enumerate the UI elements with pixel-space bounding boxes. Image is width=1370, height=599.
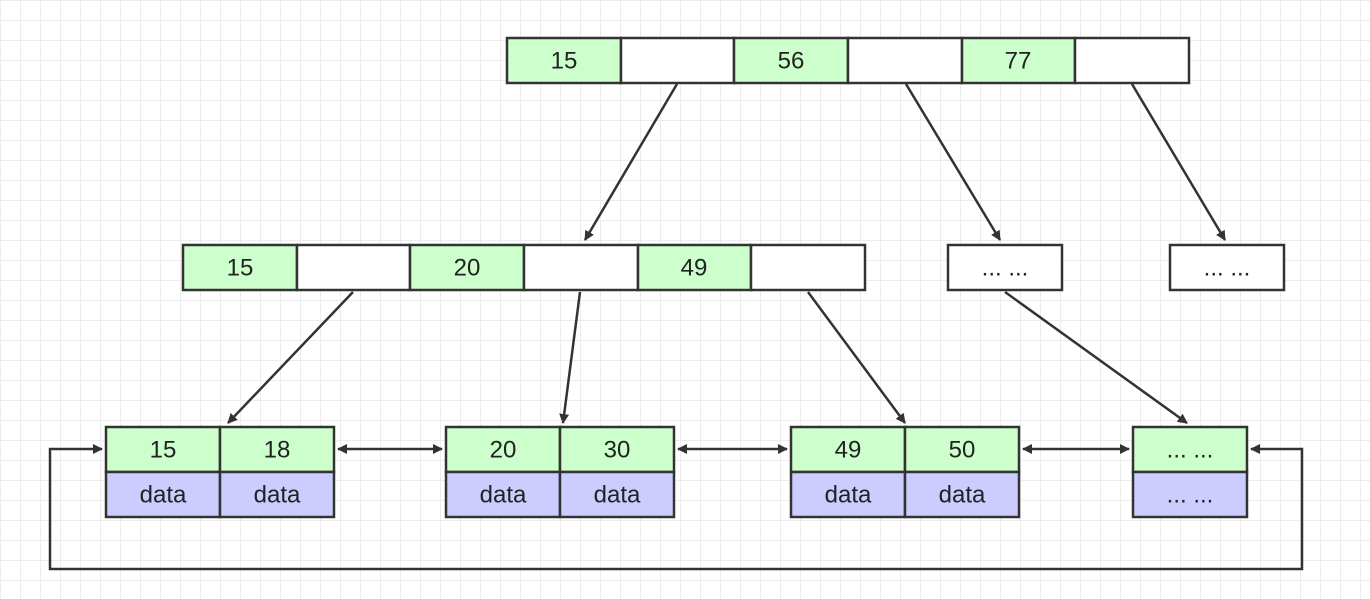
arrow-internal-to-leaf-1	[227, 291, 354, 424]
leaf-4-key-cell-1: ... ...	[1131, 425, 1249, 474]
arrow-internal-to-leaf-2	[559, 291, 582, 424]
leaf-1-key-1: 15	[150, 437, 177, 464]
arrow-internal-to-leaf-4	[1004, 290, 1188, 425]
leaf-3-key-1: 49	[835, 437, 862, 464]
leaf-1-data-cell-2: data	[218, 470, 336, 519]
internal-node-3: ... ...	[1168, 243, 1286, 292]
root-pointer-cell-3	[1073, 36, 1191, 85]
leaf-1-key-cell-2: 18	[218, 425, 336, 474]
leaf-3-data-cell-1: data	[789, 470, 907, 519]
internal-key-cell-1: 15	[181, 243, 299, 292]
internal-pointer-cell-3	[749, 243, 867, 292]
root-pointer-cell-2	[846, 36, 964, 85]
root-key-2: 56	[778, 48, 805, 75]
arrow-root-to-internal-2	[904, 83, 1002, 241]
leaf-1-data-2: data	[254, 482, 301, 509]
root-key-3: 77	[1005, 48, 1032, 75]
leaf-3-key-cell-1: 49	[789, 425, 907, 474]
root-key-cell-3: 77	[960, 36, 1077, 85]
leaf-1-data-cell-1: data	[104, 470, 222, 519]
arrow-root-to-internal-1	[583, 83, 679, 241]
internal-key-1: 15	[227, 255, 254, 282]
leaf-3-data-cell-2: data	[903, 470, 1021, 519]
leaf-1-key-cell-1: 15	[104, 425, 222, 474]
leaf-2-data-1: data	[480, 482, 527, 509]
leaf-2-key-2: 30	[604, 437, 631, 464]
leaf-node-2: 20 30 data data	[444, 425, 676, 519]
leaf-2-data-cell-1: data	[444, 470, 562, 519]
root-pointer-cell-1	[619, 36, 736, 85]
internal-key-cell-3: 49	[636, 243, 753, 292]
internal-node-2: ... ...	[946, 243, 1064, 292]
internal-pointer-cell-1	[295, 243, 412, 292]
root-key-cell-1: 15	[505, 36, 623, 85]
leaf-4-key-1: ... ...	[1167, 437, 1214, 464]
internal-node-1: 15 20 49	[181, 243, 867, 292]
leaf-3-data-1: data	[825, 482, 872, 509]
leaf-loop-link	[48, 444, 1304, 571]
leaf-2-key-cell-2: 30	[558, 425, 676, 474]
root-key-1: 15	[551, 48, 578, 75]
root-key-cell-2: 56	[732, 36, 850, 85]
internal-pointer-cell-2	[522, 243, 640, 292]
internal-node-2-label: ... ...	[982, 255, 1029, 282]
internal-key-2: 20	[454, 255, 481, 282]
leaf-node-3: 49 50 data data	[789, 425, 1021, 519]
internal-key-cell-2: 20	[408, 243, 526, 292]
leaf-1-key-2: 18	[264, 437, 291, 464]
leaf-3-key-2: 50	[949, 437, 976, 464]
leaf-2-key-cell-1: 20	[444, 425, 562, 474]
leaf-3-key-cell-2: 50	[903, 425, 1021, 474]
leaf-4-data-1: ... ...	[1167, 482, 1214, 509]
leaf-node-4: ... ... ... ...	[1131, 425, 1249, 519]
leaf-2-key-1: 20	[490, 437, 517, 464]
arrow-internal-to-leaf-3	[806, 291, 907, 424]
internal-node-3-label: ... ...	[1204, 255, 1251, 282]
leaf-2-data-2: data	[594, 482, 641, 509]
leaf-3-data-2: data	[939, 482, 986, 509]
arrow-root-to-internal-3	[1130, 83, 1227, 241]
leaf-node-1: 15 18 data data	[104, 425, 336, 519]
internal-key-3: 49	[681, 255, 708, 282]
leaf-2-data-cell-2: data	[558, 470, 676, 519]
leaf-4-data-cell-1: ... ...	[1131, 470, 1249, 519]
root-node: 15 56 77	[505, 36, 1191, 85]
leaf-1-data-1: data	[140, 482, 187, 509]
